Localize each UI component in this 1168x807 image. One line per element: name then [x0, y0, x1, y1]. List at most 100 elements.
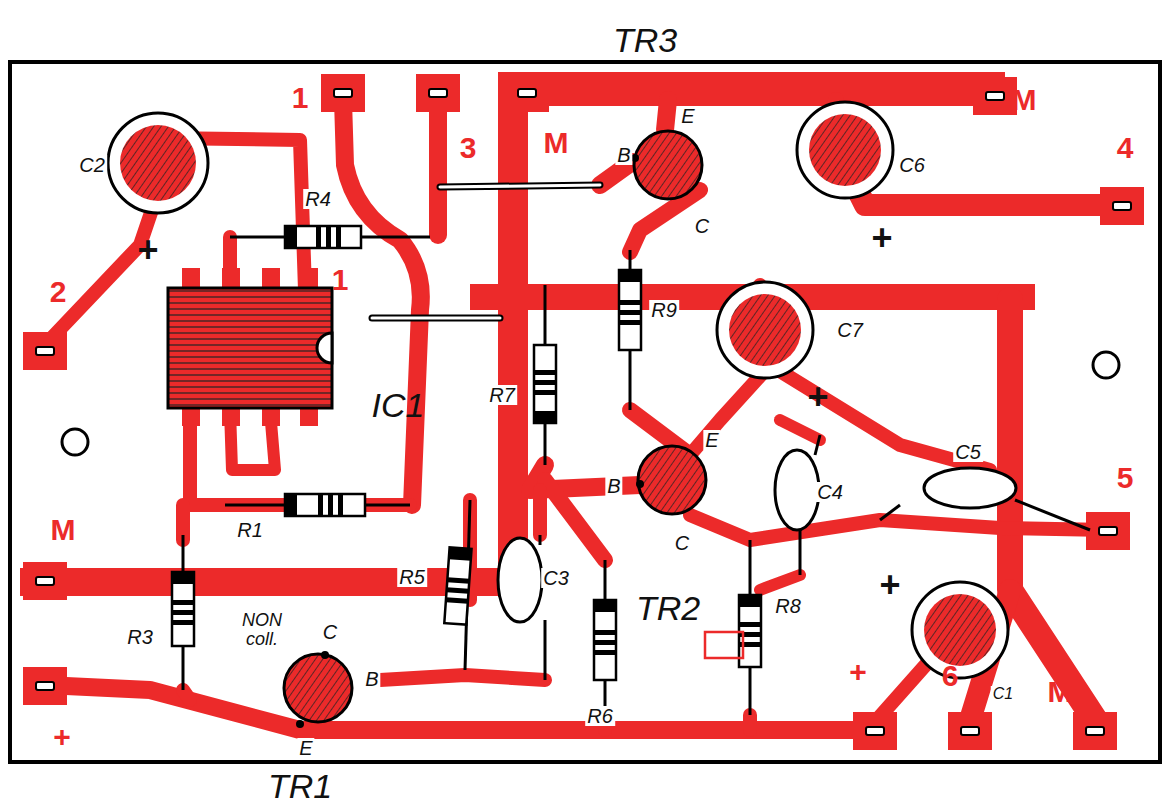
pad-slot — [36, 682, 54, 690]
solder-pad — [1073, 712, 1117, 750]
resistor-symbol — [534, 380, 556, 385]
copper-trace — [850, 175, 1120, 205]
wire-jumper — [372, 317, 500, 320]
resistor-symbol — [338, 494, 343, 516]
resistor-symbol — [172, 572, 194, 646]
copper-pad-area — [20, 72, 1035, 597]
pad-number: 6 — [942, 661, 959, 691]
polarity-mark: + — [879, 567, 900, 603]
part-label: B — [605, 476, 622, 496]
copper-pad-area — [498, 72, 528, 597]
ceramic-capacitor — [799, 530, 802, 575]
part-label: C4 — [815, 482, 845, 502]
part-label: R8 — [773, 596, 803, 616]
outline-marker — [705, 632, 743, 658]
pad-slot — [1113, 202, 1131, 210]
part-label: E — [679, 106, 696, 126]
pad-slot — [866, 727, 884, 735]
copper-trace — [380, 675, 545, 680]
electrolytic-capacitor — [717, 282, 813, 378]
solder-pad — [23, 667, 67, 705]
resistor-symbol — [534, 345, 556, 423]
resistor-symbol — [739, 595, 761, 607]
resistor-symbol — [446, 597, 468, 604]
copper-trace — [600, 162, 632, 185]
pad-number: 1 — [292, 83, 309, 113]
solder-pad — [23, 562, 67, 600]
pad-slot — [334, 89, 352, 97]
electrolytic-capacitor — [924, 594, 996, 666]
copper-pad-area — [20, 568, 510, 596]
copper-trace — [45, 192, 158, 345]
solder-pad — [948, 712, 992, 750]
part-label: R3 — [125, 627, 155, 647]
pad-number: + — [53, 722, 71, 752]
solder-pad — [321, 74, 365, 112]
resistor-symbol — [172, 600, 194, 605]
resistor-symbol — [316, 226, 321, 248]
resistor-symbol — [619, 270, 641, 282]
transistor-symbol — [284, 131, 706, 728]
part-label: R7 — [487, 385, 517, 405]
copper-trace — [743, 715, 757, 730]
ic-package — [317, 333, 332, 363]
electrolytic-capacitor — [912, 582, 1008, 678]
resistor-symbol — [619, 310, 641, 315]
resistor-symbol — [172, 620, 194, 625]
part-label: C — [673, 533, 691, 553]
resistor-symbol — [336, 226, 341, 248]
electrolytic-capacitor — [120, 125, 196, 201]
copper-trace — [665, 100, 668, 130]
electrolytic-capacitor — [797, 102, 893, 198]
part-label: C1 — [991, 686, 1015, 702]
note-text: NON coll. — [236, 611, 288, 649]
polarity-mark: + — [807, 379, 828, 415]
resistor-symbol — [449, 547, 472, 561]
ic-package — [168, 288, 332, 408]
resistor-symbol — [172, 610, 194, 615]
resistor-symbol — [594, 600, 616, 612]
part-label: C — [321, 622, 339, 642]
pad-slot — [986, 92, 1004, 100]
copper-trace — [1010, 300, 1095, 720]
ic-package — [168, 268, 332, 426]
transistor-symbol — [636, 480, 644, 488]
pad-number: + — [849, 657, 867, 687]
polarity-mark: + — [871, 220, 892, 256]
part-label: C7 — [835, 320, 865, 340]
part-label: C6 — [897, 155, 927, 175]
solder-pad — [973, 77, 1017, 115]
resistor-symbol — [285, 494, 365, 516]
resistor-symbol — [446, 587, 468, 594]
pad-slot — [518, 89, 536, 97]
pad-number: M — [544, 128, 569, 158]
part-label: R9 — [649, 300, 679, 320]
transistor-symbol — [296, 720, 304, 728]
pad-number: 1 — [332, 265, 349, 295]
resistor-symbol — [328, 494, 333, 516]
pad-slot — [961, 727, 979, 735]
solder-pad — [23, 332, 67, 370]
resistor-symbol — [534, 370, 556, 375]
ceramic-capacitor — [924, 468, 1016, 508]
electrolytic-capacitor — [729, 294, 801, 366]
part-label: C3 — [541, 568, 571, 588]
resistor-symbol — [447, 577, 469, 584]
part-label: C2 — [77, 155, 107, 175]
copper-trace — [183, 690, 190, 700]
copper-trace — [690, 515, 1108, 540]
wire-jumper — [440, 185, 600, 187]
resistor-symbol — [285, 226, 297, 248]
transistor-symbol — [321, 651, 329, 659]
copper-trace — [45, 100, 1120, 730]
resistor-symbol — [285, 226, 361, 248]
transistor-symbol — [284, 654, 352, 722]
pad-number: 4 — [1117, 133, 1134, 163]
resistor-symbol — [594, 640, 616, 645]
resistor-symbol — [534, 411, 556, 423]
part-label: R1 — [235, 520, 265, 540]
pad-number: 3 — [460, 133, 477, 163]
ceramic-capacitor — [1015, 500, 1090, 530]
electrolytic-capacitor — [809, 114, 881, 186]
